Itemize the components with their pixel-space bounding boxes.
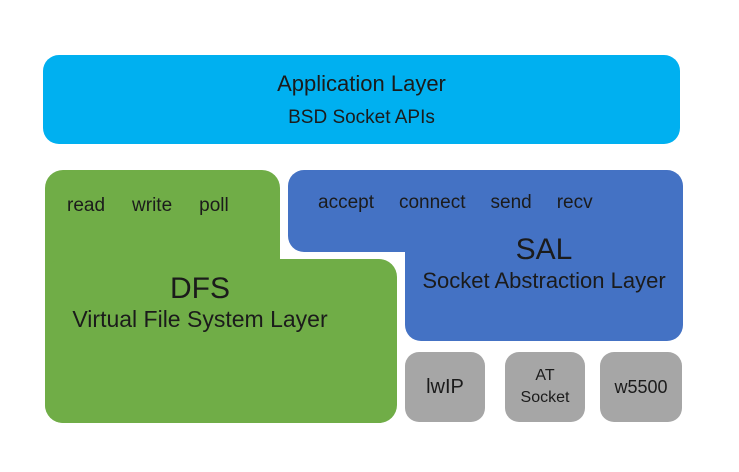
dfs-function-read: read: [67, 195, 106, 216]
sal-function-recv: recv: [556, 192, 593, 213]
backend-at-socket: AT Socket: [505, 352, 585, 422]
sal-function-connect: connect: [398, 192, 466, 213]
sal-title: Socket Abstraction Layer: [422, 268, 666, 293]
sal-shape-body: [405, 200, 683, 341]
backend-at-socket-label-line2: Socket: [520, 389, 570, 406]
application-layer-title: Application Layer: [277, 70, 446, 96]
dfs-function-row: read write poll: [67, 195, 229, 217]
dfs-title: Virtual File System Layer: [72, 306, 328, 332]
backend-lwip-label: lwIP: [426, 375, 464, 398]
dfs-function-write: write: [132, 195, 173, 216]
sal-acronym: SAL: [515, 233, 573, 266]
sal-function-accept: accept: [318, 192, 374, 213]
backend-w5500-label: w5500: [614, 376, 668, 397]
application-layer-subtitle: BSD Socket APIs: [288, 106, 435, 128]
backend-lwip: lwIP: [405, 352, 485, 422]
dfs-shape-bottom: [45, 259, 397, 423]
sal-function-send: send: [490, 192, 532, 213]
backend-w5500: w5500: [600, 352, 682, 422]
sal-label-group: SAL Socket Abstraction Layer: [405, 233, 683, 294]
sal-function-row: accept connect send recv: [318, 192, 593, 214]
dfs-label-group: DFS Virtual File System Layer: [45, 272, 355, 333]
dfs-acronym: DFS: [170, 272, 230, 305]
application-layer-block: Application Layer BSD Socket APIs: [43, 55, 680, 144]
backend-at-socket-label-line1: AT: [535, 367, 555, 385]
dfs-function-poll: poll: [199, 195, 229, 216]
